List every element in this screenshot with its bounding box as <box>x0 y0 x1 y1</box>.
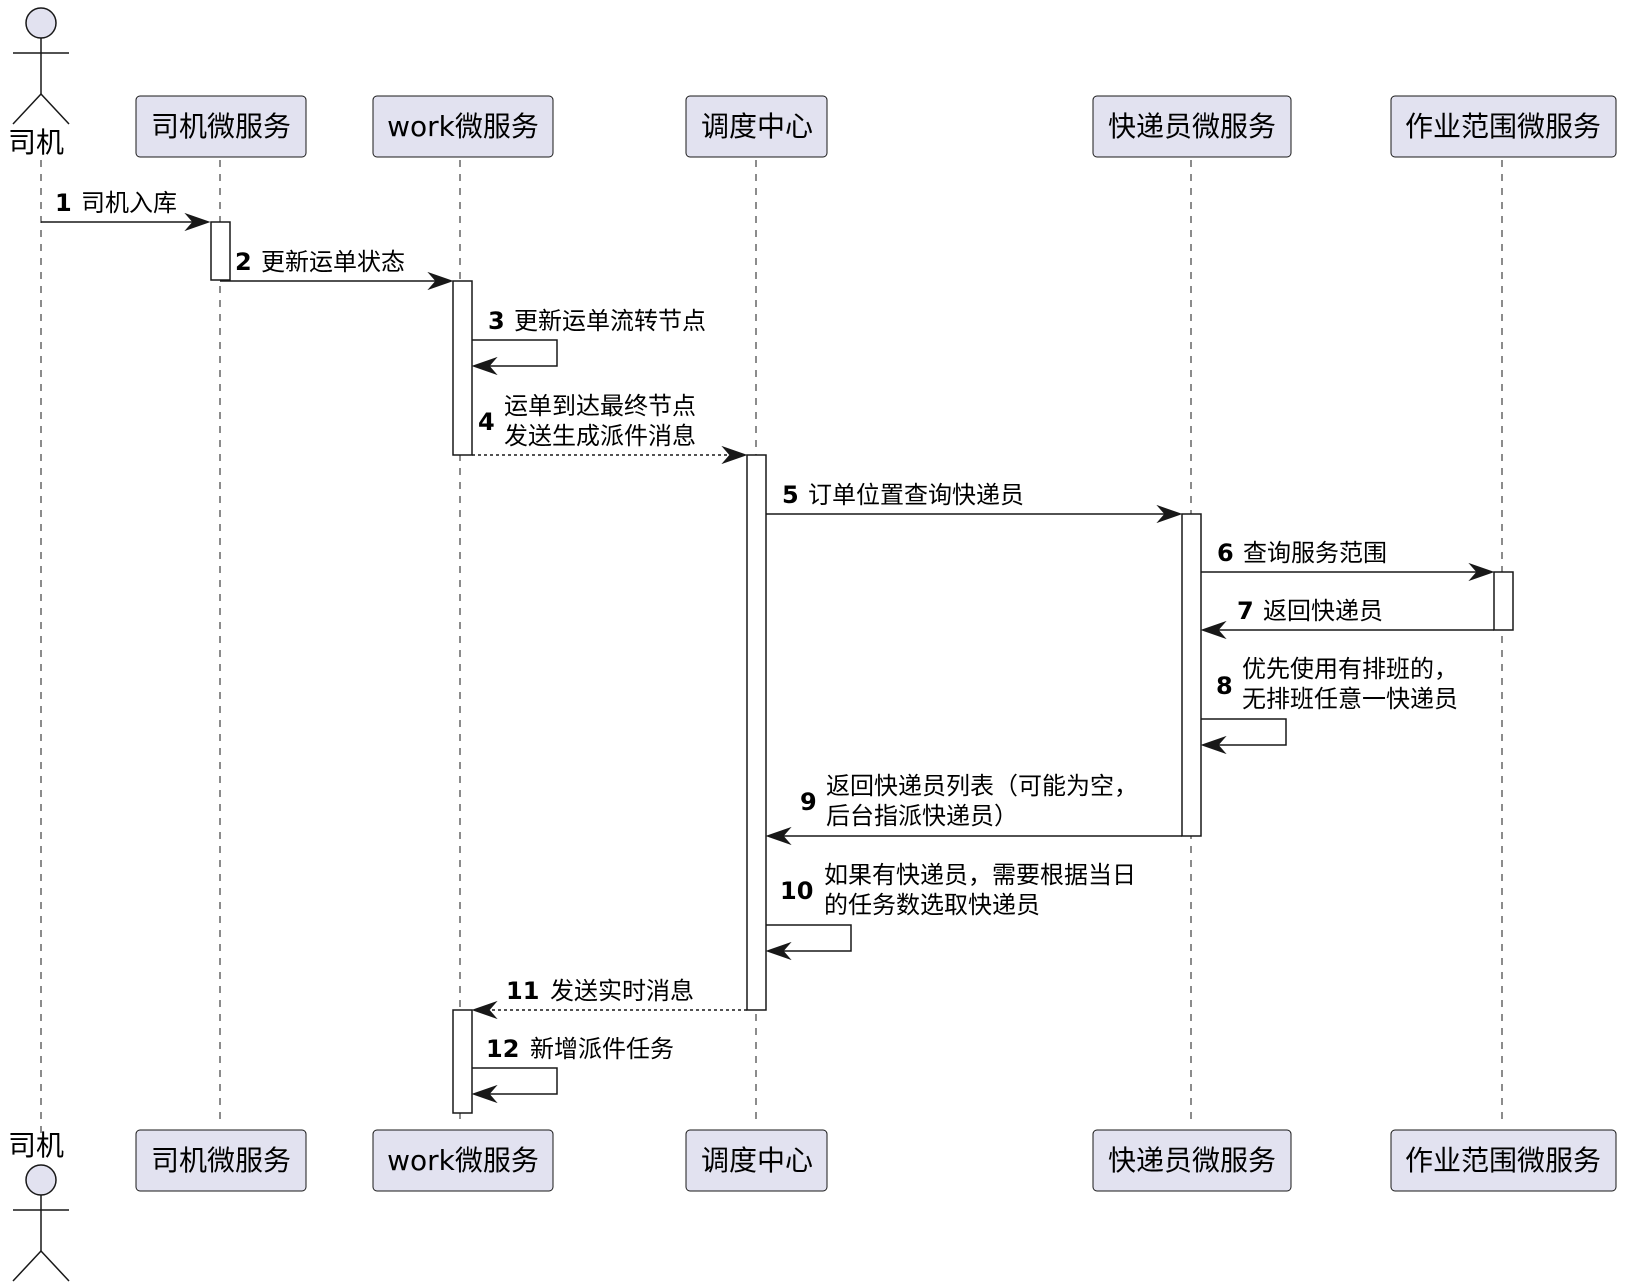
message-number: 12 <box>486 1035 519 1063</box>
message-text: 返回快递员列表（可能为空， <box>826 772 1138 800</box>
activation-work-ms <box>452 280 473 456</box>
actor-label: 司机 <box>8 1129 64 1162</box>
message-1: 1 司机入库 <box>41 189 211 232</box>
lifelines <box>40 160 1503 1135</box>
message-text: 后台指派快递员） <box>826 802 1018 830</box>
arrowhead-icon <box>471 1000 498 1020</box>
participant-area-ms-bottom: 作业范围微服务 <box>1390 1129 1617 1192</box>
message-text: 运单到达最终节点 <box>504 392 696 420</box>
message-number: 11 <box>506 977 539 1005</box>
message-number: 3 <box>488 307 505 335</box>
message-text: 发送生成派件消息 <box>504 422 696 450</box>
message-number: 1 <box>55 189 72 217</box>
message-number: 5 <box>782 481 799 509</box>
actor-head-icon <box>25 7 57 39</box>
message-text: 订单位置查询快递员 <box>808 481 1024 509</box>
arrowhead-icon <box>765 826 792 846</box>
arrowhead-icon <box>471 356 498 376</box>
participant-work-ms-bottom: work微服务 <box>372 1129 554 1192</box>
message-8: 8 优先使用有排班的， 无排班任意一快递员 <box>1200 655 1458 755</box>
message-number: 2 <box>235 248 252 276</box>
actor-driver-bottom: 司机 <box>8 1129 70 1282</box>
message-6: 6 查询服务范围 <box>1201 539 1495 582</box>
participant-area-ms-top: 作业范围微服务 <box>1390 95 1617 158</box>
message-number: 6 <box>1217 539 1234 567</box>
activation-courier-ms <box>1181 513 1202 837</box>
message-7: 7 返回快递员 <box>1200 597 1494 640</box>
activation-dispatch <box>746 454 767 1011</box>
participant-label: 司机微服务 <box>151 1144 291 1177</box>
message-text: 优先使用有排班的， <box>1242 655 1458 683</box>
participant-courier-ms-bottom: 快递员微服务 <box>1092 1129 1292 1192</box>
participant-driver-ms-bottom: 司机微服务 <box>135 1129 307 1192</box>
arrowhead-icon <box>1200 620 1227 640</box>
message-text: 如果有快递员，需要根据当日 <box>824 861 1136 889</box>
arrowhead-icon <box>1468 562 1495 582</box>
message-text: 发送实时消息 <box>550 977 694 1005</box>
activation-work-ms-2 <box>452 1009 473 1114</box>
participant-label: 作业范围微服务 <box>1405 110 1601 143</box>
participant-label: 司机微服务 <box>151 110 291 143</box>
message-number: 4 <box>478 408 495 436</box>
arrowhead-icon <box>427 271 454 291</box>
message-number: 10 <box>780 877 813 905</box>
participant-driver-ms-top: 司机微服务 <box>135 95 307 158</box>
arrowhead-icon <box>1156 504 1183 524</box>
participant-label: work微服务 <box>387 1144 539 1177</box>
participant-dispatch-top: 调度中心 <box>685 95 828 158</box>
message-text: 无排班任意一快递员 <box>1242 685 1458 713</box>
participant-label: 调度中心 <box>701 110 813 143</box>
arrowhead-icon <box>765 941 792 961</box>
message-5: 5 订单位置查询快递员 <box>766 481 1183 524</box>
participant-label: 快递员微服务 <box>1108 110 1276 143</box>
participant-dispatch-bottom: 调度中心 <box>685 1129 828 1192</box>
arrowhead-icon <box>471 1084 498 1104</box>
message-text: 查询服务范围 <box>1243 539 1387 567</box>
activations <box>210 221 1514 1114</box>
message-number: 9 <box>800 788 817 816</box>
message-text: 更新运单流转节点 <box>514 307 706 335</box>
message-12: 12 新增派件任务 <box>471 1035 674 1104</box>
participant-label: 作业范围微服务 <box>1405 1144 1601 1177</box>
message-text: 新增派件任务 <box>530 1035 674 1063</box>
message-2: 2 更新运单状态 <box>220 248 454 291</box>
participant-label: 调度中心 <box>701 1144 813 1177</box>
message-number: 7 <box>1237 597 1254 625</box>
message-3: 3 更新运单流转节点 <box>471 307 706 376</box>
activation-area-ms <box>1493 571 1514 631</box>
participant-label: work微服务 <box>387 110 539 143</box>
message-text: 司机入库 <box>81 189 177 217</box>
message-text: 的任务数选取快递员 <box>824 891 1040 919</box>
actor-label: 司机 <box>8 126 64 159</box>
message-11: 11 发送实时消息 <box>471 977 747 1020</box>
arrowhead-icon <box>184 212 211 232</box>
participant-courier-ms-top: 快递员微服务 <box>1092 95 1292 158</box>
message-number: 8 <box>1216 672 1233 700</box>
message-9: 9 返回快递员列表（可能为空， 后台指派快递员） <box>765 772 1182 846</box>
actor-head-icon <box>25 1164 57 1196</box>
messages: 1 司机入库 2 更新运单状态 3 更新运单流转节点 4 运单到达最终节点 发送… <box>41 189 1495 1104</box>
activation-driver-ms <box>210 221 231 281</box>
message-text: 更新运单状态 <box>261 248 405 276</box>
arrowhead-icon <box>1200 735 1227 755</box>
actor-driver-top: 司机 <box>8 7 70 159</box>
message-4: 4 运单到达最终节点 发送生成派件消息 <box>472 392 748 465</box>
arrowhead-icon <box>721 445 748 465</box>
participant-label: 快递员微服务 <box>1108 1144 1276 1177</box>
message-text: 返回快递员 <box>1263 597 1383 625</box>
message-10: 10 如果有快递员，需要根据当日 的任务数选取快递员 <box>765 861 1136 961</box>
participant-work-ms-top: work微服务 <box>372 95 554 158</box>
